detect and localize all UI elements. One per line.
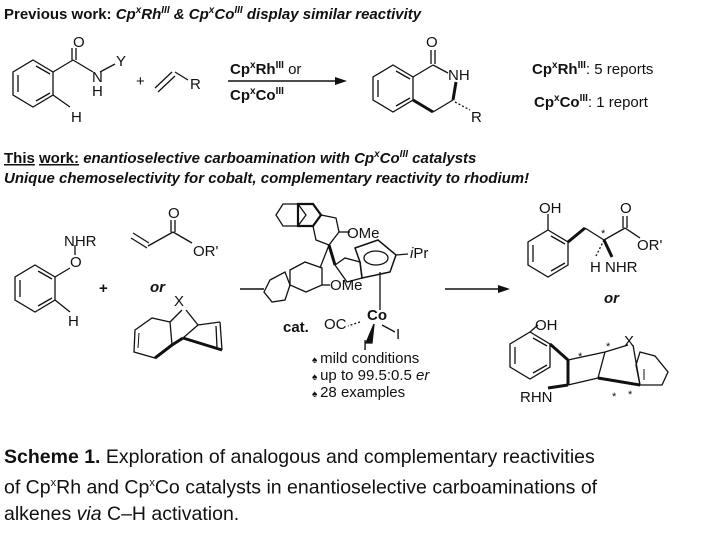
aryloxyamine-structure [14,245,76,313]
svg-text:OR': OR' [193,243,219,260]
scheme-caption: Scheme 1. Exploration of analogous and c… [4,446,598,525]
svg-text:I: I [396,326,400,343]
svg-text:O: O [620,200,632,217]
svg-text:*: * [606,341,611,353]
svg-text:♠ 28 examples: ♠ 28 examples [312,384,405,401]
co-reports: CpxCoIII: 1 report [534,93,649,111]
this-work-subheading: Unique chemoselectivity for cobalt, comp… [4,170,529,187]
svg-text:NH: NH [448,67,470,84]
this-work-heading: This work: enantioselective carboaminati… [4,149,476,167]
dihydroisoquinolinone-structure [372,50,471,114]
svg-text:N: N [92,69,103,86]
condition-co: CpxCoIII [230,86,284,104]
svg-text:OH: OH [539,200,562,217]
acrylate-structure [130,220,193,249]
bicyclic-product-structure [509,324,669,390]
svg-text:*: * [628,389,633,401]
previous-work-heading: Previous work: CpxRhIII & CpxCoIII displ… [4,5,422,23]
svg-text:*: * [612,391,617,403]
svg-text:O: O [70,254,82,271]
svg-text:Co: Co [367,307,387,324]
svg-text:cat.: cat. [283,319,309,336]
svg-text:+: + [99,280,108,297]
svg-text:R: R [190,76,201,93]
svg-text:NHR: NHR [605,259,638,276]
svg-text:Y: Y [116,53,126,70]
svg-text:H: H [590,259,601,276]
svg-text:OH: OH [535,317,558,334]
svg-text:NHR: NHR [64,233,97,250]
svg-text:OMe: OMe [330,277,363,294]
svg-text:or: or [150,279,166,296]
svg-text:RHN: RHN [520,389,553,406]
cobalt-catalyst-structure [263,202,409,344]
svg-text:*: * [578,351,583,363]
conditions-bullets: ♠ mild conditions ♠ up to 99.5:0.5 er ♠ … [312,350,430,401]
svg-text:R: R [471,109,482,126]
svg-text:♠ up to 99.5:0.5 er: ♠ up to 99.5:0.5 er [312,367,430,384]
svg-text:or: or [604,290,620,307]
condition-rh: CpxRhIII or [230,60,301,78]
svg-text:+: + [136,73,145,90]
svg-text:♠ mild conditions: ♠ mild conditions [312,350,419,367]
oxabicycle-structure [133,309,223,360]
svg-text:H: H [68,313,79,330]
svg-text:O: O [426,34,438,51]
svg-text:H: H [71,109,82,126]
benzamide-structure [12,48,116,108]
svg-text:O: O [73,34,85,51]
svg-text:*: * [601,228,606,240]
svg-text:X: X [174,293,184,310]
svg-text:O: O [168,205,180,222]
rh-reports: CpxRhIII: 5 reports [532,60,653,78]
svg-text:I: I [363,337,367,354]
amino-ester-product-structure [527,214,641,278]
alkene-structure [154,71,189,93]
svg-text:OR': OR' [637,237,663,254]
svg-text:H: H [92,83,103,100]
svg-text:OC: OC [324,316,347,333]
svg-text:OMe: OMe [347,225,380,242]
svg-text:X: X [624,333,634,350]
svg-text:iPr: iPr [410,245,428,262]
reaction-scheme: Previous work: CpxRhIII & CpxCoIII displ… [4,5,669,406]
